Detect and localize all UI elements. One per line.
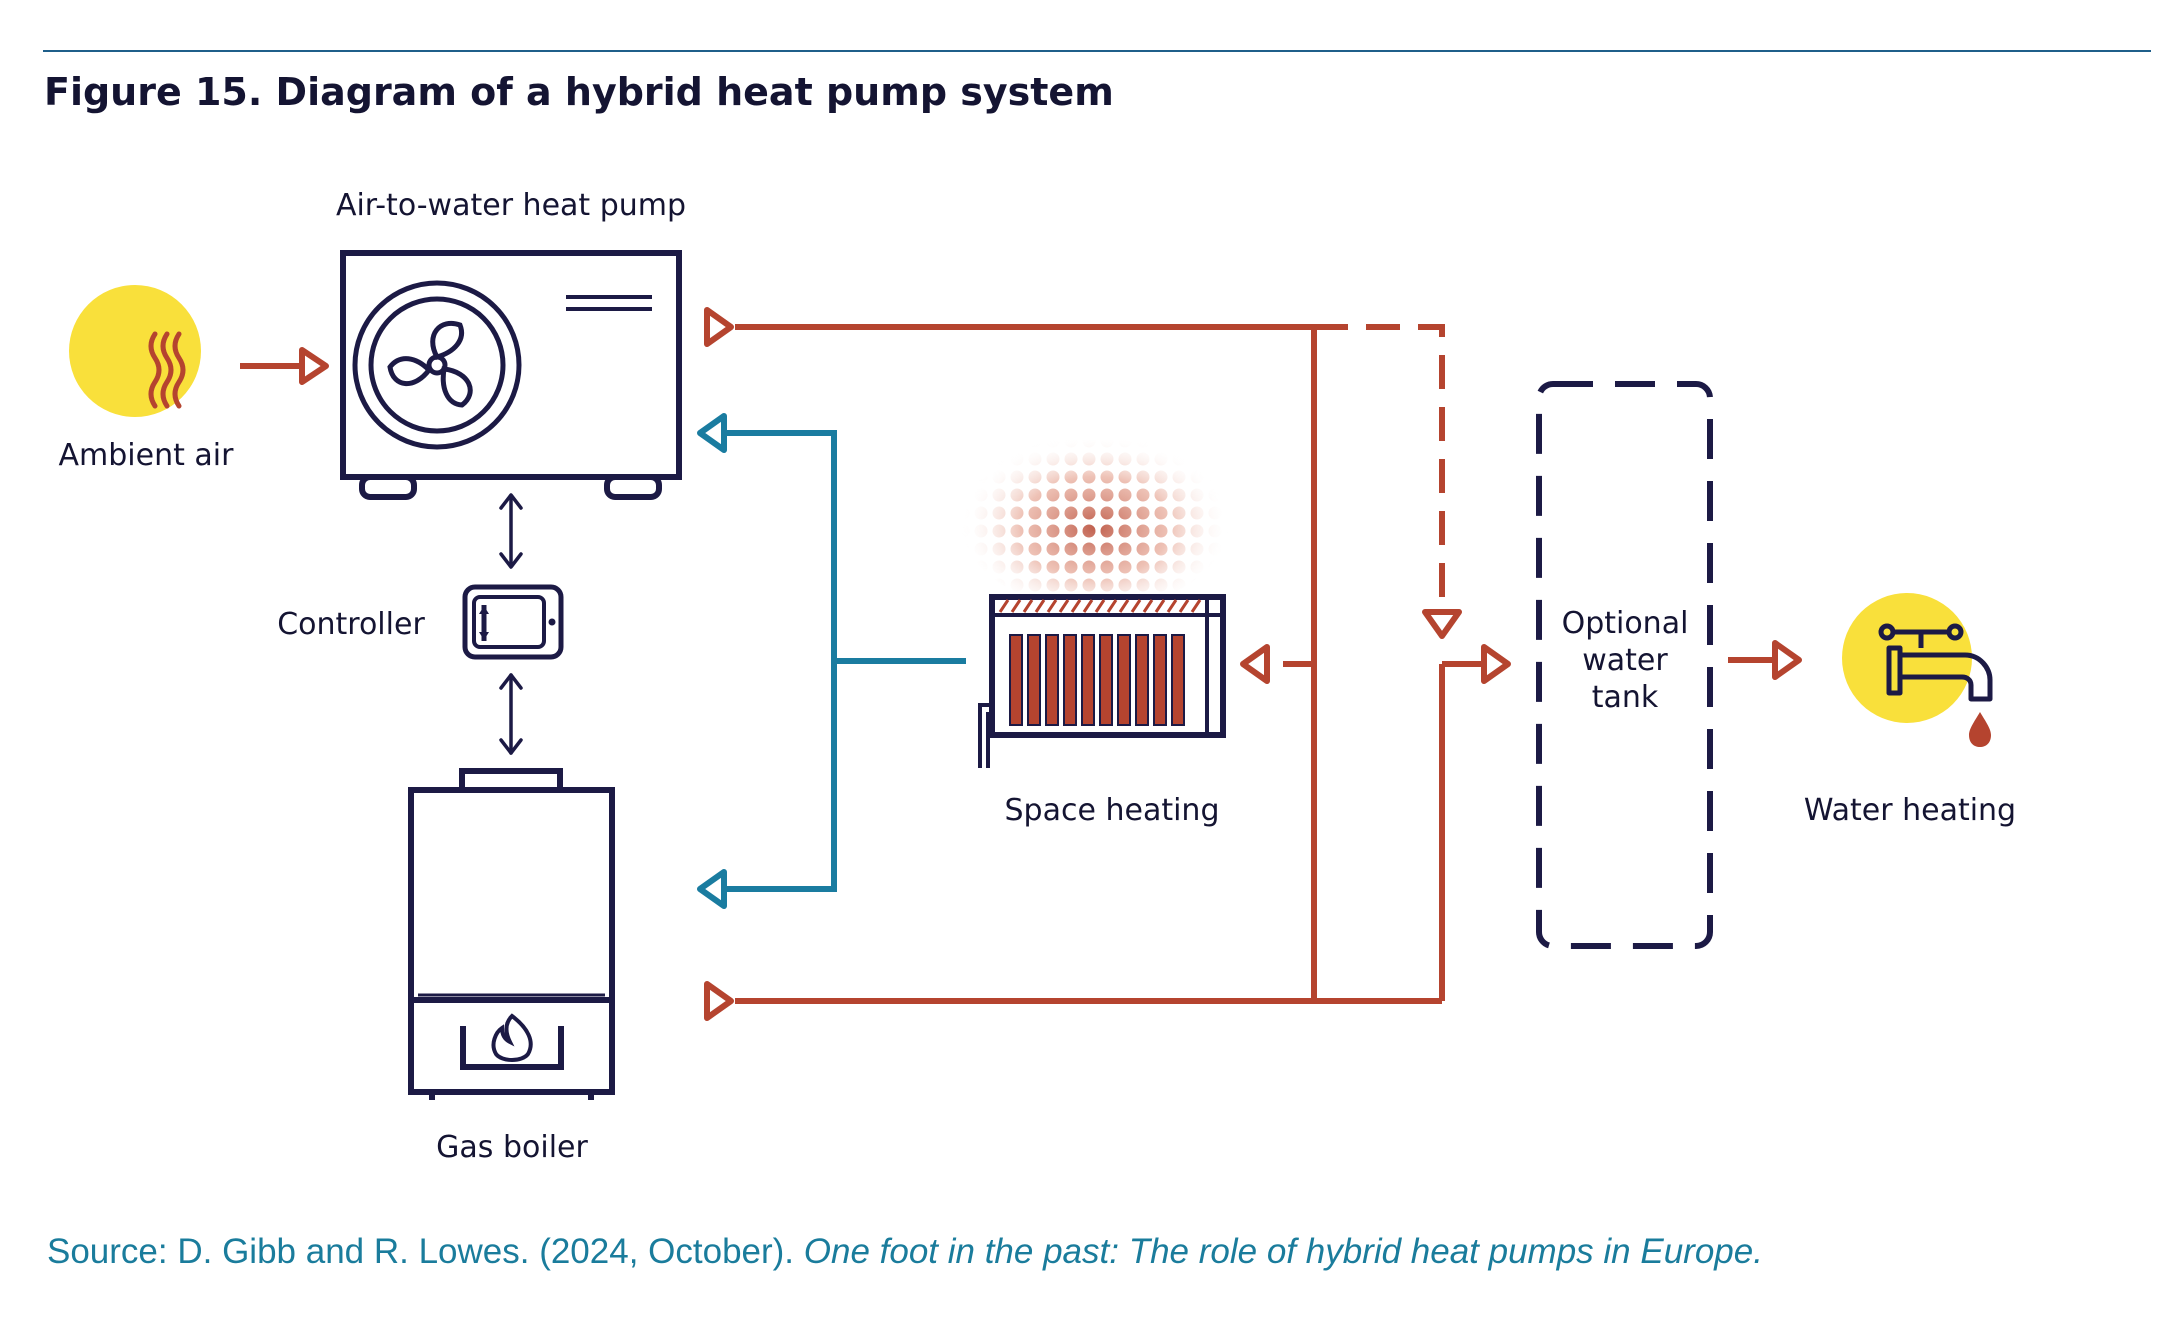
controller-arrow-bottom [499, 673, 523, 755]
heat-waves [148, 331, 186, 409]
tank-label-line3: tank [1592, 680, 1659, 715]
arrow-dashed-down [1422, 609, 1462, 639]
tank-label-line2: water [1582, 643, 1668, 678]
return-pipes [726, 430, 966, 892]
return-arrowheads [697, 413, 727, 909]
arrow-return-boiler [697, 869, 727, 909]
arrow-to-tap [1772, 640, 1802, 680]
radiator-icon [978, 594, 1226, 768]
heat-glow [960, 426, 1230, 610]
arrow-boiler-out [704, 981, 734, 1021]
sun-icon [69, 285, 201, 417]
controller-icon [462, 584, 564, 660]
source-citation: Source: D. Gibb and R. Lowes. (2024, Oct… [47, 1232, 1763, 1272]
gas-boiler-unit [408, 768, 615, 1100]
heat-pump-foot-left [359, 474, 417, 500]
figure-title: Figure 15. Diagram of a hybrid heat pump… [44, 70, 1114, 114]
supply-arrowheads [704, 307, 1802, 1021]
heat-pump-label: Air-to-water heat pump [336, 188, 686, 223]
ambient-air-group: Ambient air [59, 285, 235, 473]
ambient-air-label: Ambient air [59, 438, 235, 473]
source-prefix: Source: D. Gibb and R. Lowes. (2024, Oct… [47, 1232, 804, 1271]
fan-icon [352, 280, 522, 450]
arrow-heat-pump-out [704, 307, 734, 347]
controller-label: Controller [277, 607, 425, 642]
supply-pipes [735, 324, 1783, 1004]
gas-boiler-label: Gas boiler [436, 1130, 588, 1165]
ambient-air-arrow [240, 347, 329, 385]
water-heating-label: Water heating [1804, 793, 2016, 828]
controller-arrow-top [499, 493, 523, 569]
heat-pump-foot-right [604, 474, 662, 500]
flame-icon [491, 1013, 533, 1062]
arrow-to-radiator [1240, 644, 1270, 684]
top-rule [43, 50, 2151, 52]
arrow-to-tank [1481, 644, 1511, 684]
optional-tank [1536, 381, 1713, 949]
heat-pump-unit [340, 250, 682, 500]
tap-icon [1878, 623, 1993, 702]
water-drop-icon [1969, 712, 1991, 747]
sun-icon-water [1842, 593, 1972, 723]
tank-label-line1: Optional [1562, 606, 1689, 641]
space-heating-label: Space heating [1005, 793, 1220, 828]
arrow-return-heat-pump [697, 413, 727, 453]
source-title: One foot in the past: The role of hybrid… [803, 1232, 1763, 1271]
